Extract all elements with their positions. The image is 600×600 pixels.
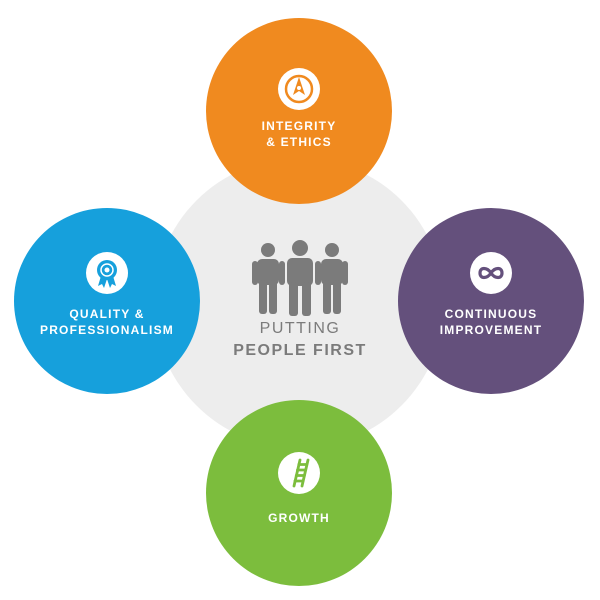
- value-label-line: GROWTH: [268, 511, 330, 525]
- compass-icon: [284, 74, 314, 104]
- value-label: CONTINUOUS IMPROVEMENT: [408, 306, 574, 338]
- value-label: GROWTH: [216, 510, 382, 526]
- value-continuous-improvement: CONTINUOUS IMPROVEMENT: [398, 208, 584, 394]
- value-label-line: & ETHICS: [266, 135, 332, 149]
- compass-badge: [278, 68, 320, 110]
- value-quality-professionalism: QUALITY & PROFESSIONALISM: [14, 208, 200, 394]
- ladder-badge: [278, 452, 320, 494]
- infinity-icon: [478, 266, 504, 280]
- value-label-line: CONTINUOUS: [444, 307, 538, 321]
- value-label-line: QUALITY &: [69, 307, 145, 321]
- core-circle: [154, 158, 444, 448]
- people-group-icon: [252, 240, 348, 316]
- award-badge: [86, 252, 128, 294]
- value-label-line: INTEGRITY: [261, 119, 337, 133]
- value-label-line: PROFESSIONALISM: [39, 323, 174, 337]
- ladder-icon: [292, 458, 310, 488]
- value-label-line: IMPROVEMENT: [439, 323, 543, 337]
- infinity-badge: [470, 252, 512, 294]
- value-growth: GROWTH: [206, 400, 392, 586]
- core-title-line-2: PEOPLE FIRST: [233, 342, 367, 359]
- value-label: QUALITY & PROFESSIONALISM: [24, 306, 190, 338]
- value-integrity-ethics: INTEGRITY & ETHICS: [206, 18, 392, 204]
- core-title-line-1: PUTTING: [259, 320, 341, 337]
- award-ribbon-icon: [97, 260, 117, 288]
- value-label: INTEGRITY & ETHICS: [216, 118, 382, 150]
